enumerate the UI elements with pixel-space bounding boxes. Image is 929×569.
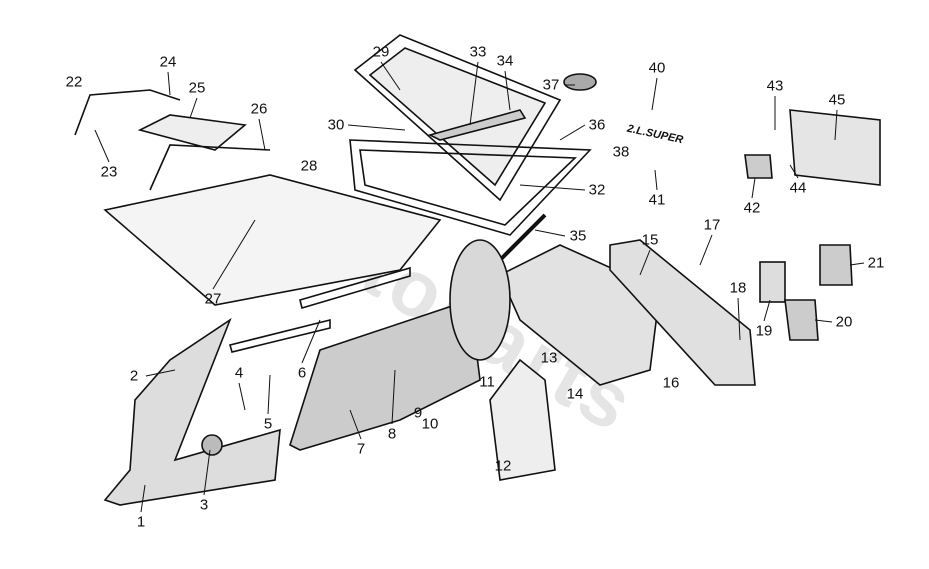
part-label-6: 6: [297, 364, 307, 382]
part-label-15: 15: [641, 231, 659, 249]
leader-lines: [94, 61, 865, 513]
lower-trim-panel: [489, 358, 556, 481]
part-label-13: 13: [540, 349, 558, 367]
part-label-19: 19: [755, 322, 773, 340]
license-lamp: [759, 261, 786, 303]
part-label-33: 33: [469, 43, 487, 61]
part-label-44: 44: [789, 179, 807, 197]
part-label-40: 40: [648, 59, 666, 77]
gas-strut: [493, 213, 547, 267]
rear-bumper: [609, 239, 756, 386]
part-label-5: 5: [263, 415, 273, 433]
side-trim-panel: [103, 317, 281, 506]
license-plate: [789, 109, 881, 186]
wheel-well: [449, 239, 511, 361]
rear-window-glass: [368, 47, 547, 187]
lock-bracket: [744, 154, 773, 179]
part-label-24: 24: [159, 53, 177, 71]
part-label-29: 29: [372, 43, 390, 61]
part-label-22: 22: [65, 73, 83, 91]
part-label-34: 34: [496, 52, 514, 70]
part-label-43: 43: [766, 77, 784, 95]
part-label-25: 25: [188, 79, 206, 97]
speaker-grille: [201, 434, 223, 456]
part-label-38: 38: [612, 143, 630, 161]
reflector: [784, 299, 819, 341]
rear-window-frame: [353, 34, 562, 202]
window-seal: [349, 139, 592, 236]
part-label-11: 11: [479, 373, 495, 391]
part-label-35: 35: [569, 227, 587, 245]
part-label-8: 8: [387, 425, 397, 443]
quarter-trim-panel: [289, 298, 481, 451]
tail-lamp: [819, 244, 853, 286]
part-label-10: 10: [421, 415, 439, 433]
part-label-42: 42: [743, 199, 761, 217]
part-label-21: 21: [867, 254, 885, 272]
part-label-1: 1: [136, 513, 146, 531]
part-label-2: 2: [129, 367, 139, 385]
part-label-37: 37: [542, 76, 560, 94]
part-label-36: 36: [588, 116, 606, 134]
part-label-28: 28: [300, 157, 318, 175]
trim-strip: [299, 266, 411, 310]
part-label-16: 16: [662, 374, 680, 392]
door-seal: [74, 89, 181, 136]
emblem: [563, 73, 597, 91]
part-label-41: 41: [648, 191, 666, 209]
part-label-9: 9: [413, 404, 423, 422]
part-label-20: 20: [835, 313, 853, 331]
part-label-45: 45: [828, 91, 846, 109]
part-label-27: 27: [204, 290, 222, 308]
part-label-26: 26: [250, 100, 268, 118]
part-label-7: 7: [356, 440, 366, 458]
window-seal-inner: [359, 149, 577, 226]
part-label-4: 4: [234, 364, 244, 382]
part-label-14: 14: [566, 385, 584, 403]
part-label-12: 12: [494, 457, 512, 475]
headliner-panel: [103, 174, 442, 306]
part-label-3: 3: [199, 496, 209, 514]
glass-seal: [149, 144, 271, 191]
part-label-18: 18: [729, 279, 747, 297]
part-label-23: 23: [100, 163, 118, 181]
trim-strip: [229, 318, 331, 353]
quarter-glass: [137, 114, 247, 151]
wiper-arm: [427, 109, 527, 141]
part-label-30: 30: [327, 116, 345, 134]
part-label-17: 17: [703, 216, 721, 234]
part-label-32: 32: [588, 181, 606, 199]
